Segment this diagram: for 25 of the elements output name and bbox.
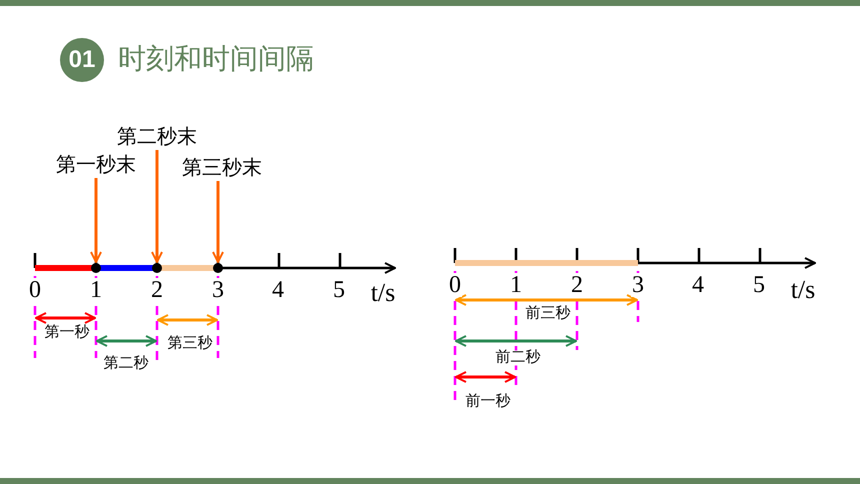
interval-label: 第一秒	[44, 326, 90, 340]
interval-label: 前二秒	[494, 350, 542, 366]
tick-label: 3	[631, 273, 645, 297]
point-marker	[152, 263, 162, 273]
tick-label: 1	[509, 273, 523, 297]
tick-label: 1	[89, 278, 103, 302]
number-badge: 01	[60, 38, 104, 82]
time-label: 第一秒末	[56, 155, 136, 175]
arrow	[151, 150, 163, 263]
tick-label: 2	[150, 278, 164, 302]
tick-label: 2	[570, 273, 584, 297]
tick-label: 0	[28, 278, 42, 302]
interval-label: 第二秒	[102, 356, 150, 372]
slide-title: 时刻和时间间隔	[118, 44, 314, 75]
point-marker	[213, 263, 223, 273]
tick-label: 3	[211, 278, 225, 302]
arrow	[90, 178, 102, 263]
time-label: 第三秒末	[182, 158, 262, 178]
interval-label: 前一秒	[464, 394, 512, 410]
interval-label: 前三秒	[524, 306, 572, 322]
interval-label: 第三秒	[166, 336, 214, 352]
point-marker	[91, 263, 101, 273]
arrow	[212, 181, 224, 263]
tick-label: 0	[448, 273, 462, 297]
time-label: 第二秒末	[117, 127, 197, 147]
